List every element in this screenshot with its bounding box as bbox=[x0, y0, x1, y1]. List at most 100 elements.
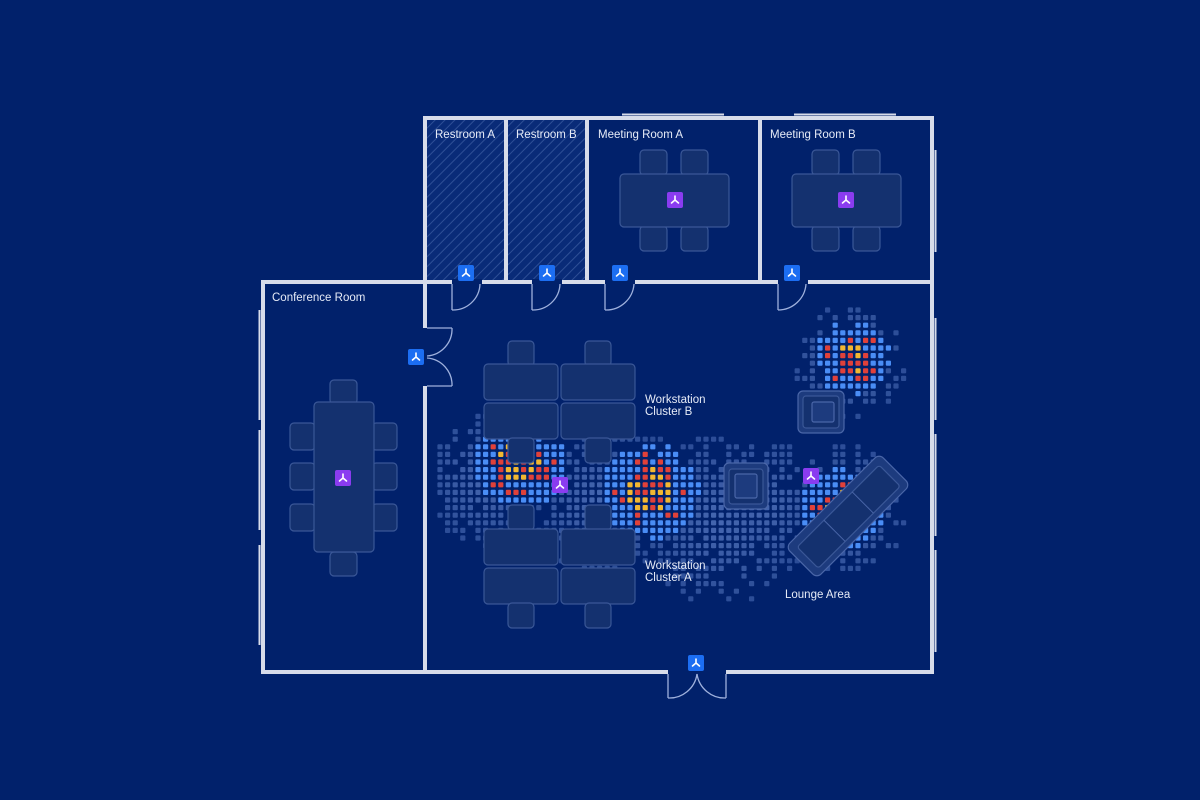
heatmap-cell bbox=[703, 573, 709, 579]
heatmap-cell bbox=[802, 520, 808, 526]
heatmap-cell bbox=[863, 459, 869, 465]
heatmap-cell bbox=[680, 588, 686, 594]
heatmap-cell bbox=[749, 581, 755, 587]
heatmap-cell bbox=[505, 497, 511, 503]
heatmap-cell bbox=[703, 527, 709, 533]
heatmap-cell bbox=[771, 520, 777, 526]
heatmap-cell bbox=[832, 337, 838, 343]
heatmap-cell bbox=[581, 482, 587, 488]
heatmap-cell bbox=[840, 459, 846, 465]
heatmap-cell bbox=[597, 482, 603, 488]
heatmap-cell bbox=[794, 467, 800, 473]
heatmap-cell bbox=[711, 505, 717, 511]
heatmap-cell bbox=[498, 474, 504, 480]
heatmap-cell bbox=[809, 353, 815, 359]
heatmap-cell bbox=[695, 512, 701, 518]
heatmap-cell bbox=[870, 337, 876, 343]
heatmap-cell bbox=[437, 467, 443, 473]
heatmap-cell bbox=[521, 482, 527, 488]
heatmap-cell bbox=[619, 497, 625, 503]
heatmap-cell bbox=[870, 322, 876, 328]
heatmap-cell bbox=[802, 512, 808, 518]
heatmap-cell bbox=[825, 368, 831, 374]
heatmap-cell bbox=[589, 474, 595, 480]
heatmap-cell bbox=[855, 459, 861, 465]
sensor-icon[interactable] bbox=[838, 192, 854, 208]
heatmap-cell bbox=[825, 474, 831, 480]
heatmap-cell bbox=[703, 581, 709, 587]
heatmap-cell bbox=[657, 467, 663, 473]
heatmap-cell bbox=[619, 520, 625, 526]
heatmap-cell bbox=[483, 505, 489, 511]
heatmap-cell bbox=[635, 497, 641, 503]
heatmap-cell bbox=[809, 505, 815, 511]
heatmap-cell bbox=[452, 489, 458, 495]
labels: Restroom A Restroom B Meeting Room A Mee… bbox=[272, 129, 856, 601]
heatmap-cell bbox=[809, 512, 815, 518]
heatmap-cell bbox=[680, 482, 686, 488]
heatmap-cell bbox=[695, 527, 701, 533]
heatmap-cell bbox=[665, 581, 671, 587]
heatmap-cell bbox=[711, 474, 717, 480]
heatmap-cell bbox=[498, 467, 504, 473]
heatmap-cell bbox=[870, 330, 876, 336]
heatmap-cell bbox=[787, 497, 793, 503]
heatmap-cell bbox=[779, 489, 785, 495]
heatmap-cell bbox=[771, 505, 777, 511]
heatmap-cell bbox=[718, 489, 724, 495]
zone-label-line: Workstation bbox=[645, 394, 706, 406]
sensor-icon[interactable] bbox=[803, 468, 819, 484]
heatmap-cell bbox=[475, 451, 481, 457]
heatmap-cell bbox=[741, 451, 747, 457]
sensor-icon[interactable] bbox=[784, 265, 800, 281]
room-label-restroom-b: Restroom B bbox=[516, 129, 577, 141]
heatmap-cell bbox=[490, 444, 496, 450]
heatmap-cell bbox=[764, 581, 770, 587]
conference-room-door bbox=[426, 327, 453, 387]
heatmap-cell bbox=[863, 535, 869, 541]
heatmap-cell bbox=[657, 535, 663, 541]
heatmap-cell bbox=[741, 520, 747, 526]
heatmap-cell bbox=[445, 482, 451, 488]
heatmap-cell bbox=[832, 345, 838, 351]
heatmap-cell bbox=[445, 505, 451, 511]
heatmap-cell bbox=[574, 459, 580, 465]
heatmap-cell bbox=[483, 512, 489, 518]
sensor-icon[interactable] bbox=[612, 265, 628, 281]
heatmap-cell bbox=[840, 444, 846, 450]
heatmap-cell bbox=[703, 467, 709, 473]
sensor-icon[interactable] bbox=[335, 470, 351, 486]
heatmap-cell bbox=[604, 474, 610, 480]
heatmap-cell bbox=[863, 368, 869, 374]
heatmap-cell bbox=[695, 497, 701, 503]
sensor-icon[interactable] bbox=[552, 477, 568, 493]
heatmap-cell bbox=[779, 451, 785, 457]
heatmap-cell bbox=[711, 520, 717, 526]
sensor-icon[interactable] bbox=[688, 655, 704, 671]
heatmap-cell bbox=[695, 565, 701, 571]
heatmap-cell bbox=[794, 512, 800, 518]
heatmap-cell bbox=[885, 345, 891, 351]
heatmap-cell bbox=[612, 497, 618, 503]
sensor-icon[interactable] bbox=[667, 192, 683, 208]
heatmap-cell bbox=[475, 444, 481, 450]
heatmap-cell bbox=[695, 573, 701, 579]
heatmap-cell bbox=[878, 360, 884, 366]
heatmap-cell bbox=[551, 444, 557, 450]
windows bbox=[258, 113, 937, 652]
sensor-icon[interactable] bbox=[458, 265, 474, 281]
sensor-icon[interactable] bbox=[539, 265, 555, 281]
heatmap-cell bbox=[642, 489, 648, 495]
sensor-icon[interactable] bbox=[408, 349, 424, 365]
heatmap-cell bbox=[787, 527, 793, 533]
heatmap-cell bbox=[536, 482, 542, 488]
heatmap-cell bbox=[840, 345, 846, 351]
walls bbox=[261, 116, 934, 674]
heatmap-cell bbox=[832, 489, 838, 495]
heatmap-cell bbox=[733, 543, 739, 549]
heatmap-cell bbox=[673, 497, 679, 503]
heatmap-cell bbox=[490, 497, 496, 503]
heatmap-cell bbox=[885, 512, 891, 518]
heatmap-cell bbox=[847, 353, 853, 359]
heatmap-cell bbox=[452, 497, 458, 503]
